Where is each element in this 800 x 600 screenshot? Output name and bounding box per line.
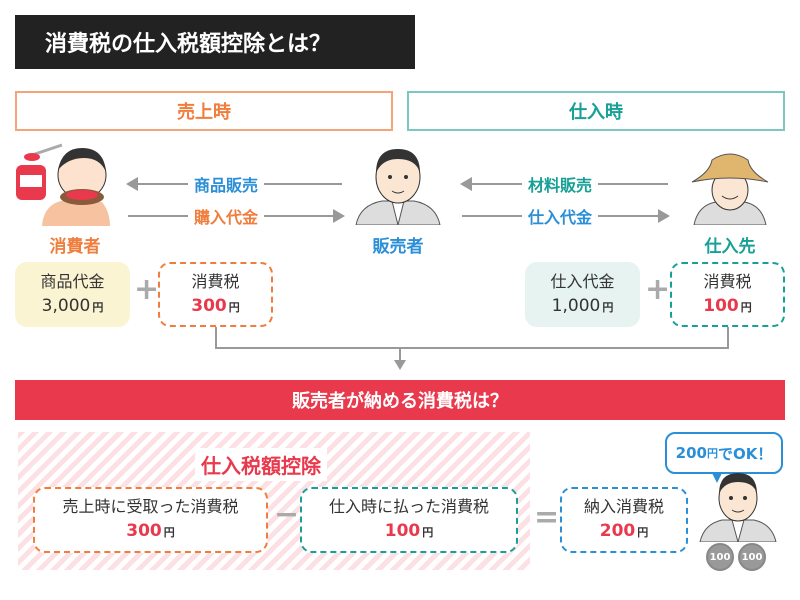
flow-purchase-payment: 購入代金 xyxy=(188,204,265,228)
yen-unit: 円 xyxy=(740,300,752,314)
plus-sign: + xyxy=(134,272,160,307)
flow-material-sale: 材料販売 xyxy=(522,172,599,196)
connector-line xyxy=(215,327,217,349)
yen-unit: 円 xyxy=(163,526,175,540)
purchase-price-label: 仕入代金 xyxy=(550,271,615,291)
yen-unit: 円 xyxy=(92,300,104,314)
coin-icon: 100 xyxy=(706,543,734,571)
speech-amount: 200 xyxy=(675,444,707,462)
purchase-tax-value: 100 xyxy=(703,295,739,316)
coin-icon: 100 xyxy=(738,543,766,571)
paid-tax-label: 仕入時に払った消費税 xyxy=(328,497,489,517)
arrow-right-icon xyxy=(658,209,670,223)
party-consumer: 消費者 xyxy=(49,237,101,257)
seller-illustration xyxy=(699,473,777,542)
question-banner: 販売者が納める消費税は？ xyxy=(15,380,785,420)
payable-tax-value: 200 xyxy=(599,521,636,542)
consumer-illustration xyxy=(16,143,110,226)
sales-tax-value: 300 xyxy=(191,295,227,316)
sales-tax-label: 消費税 xyxy=(191,271,240,291)
yen-unit: 円 xyxy=(228,300,240,314)
minus-sign: − xyxy=(274,497,300,532)
party-supplier: 仕入先 xyxy=(704,237,756,257)
supplier-illustration xyxy=(691,153,769,225)
yen-unit: 円 xyxy=(637,526,649,540)
page-title: 消費税の仕入税額控除とは？ xyxy=(15,15,415,69)
yen-unit: 円 xyxy=(602,300,614,314)
seller-illustration xyxy=(355,149,441,225)
plus-sign: + xyxy=(645,272,671,307)
connector-line xyxy=(215,347,729,349)
party-seller: 販売者 xyxy=(372,237,424,257)
sales-price-label: 商品代金 xyxy=(40,271,105,291)
payable-tax-label: 納入消費税 xyxy=(583,497,664,517)
phase-purchase: 仕入時 xyxy=(407,91,785,131)
arrow-right-icon xyxy=(333,209,345,223)
yen-unit: 円 xyxy=(706,447,718,460)
flow-product-sale: 商品販売 xyxy=(188,172,265,196)
equals-sign: = xyxy=(534,500,560,535)
connector-line xyxy=(727,327,729,349)
deduction-heading: 仕入税額控除 xyxy=(195,448,327,481)
yen-unit: 円 xyxy=(422,526,434,540)
connector-line xyxy=(399,347,401,361)
phase-sales: 売上時 xyxy=(15,91,393,131)
received-tax-label: 売上時に受取った消費税 xyxy=(62,497,239,517)
arrow-left-icon xyxy=(460,177,472,191)
paid-tax-value: 100 xyxy=(384,521,421,542)
flow-supply-payment: 仕入代金 xyxy=(522,204,599,228)
purchase-tax-label: 消費税 xyxy=(703,271,752,291)
arrow-down-icon xyxy=(394,360,406,370)
arrow-left-icon xyxy=(126,177,138,191)
speech-text: でOK！ xyxy=(717,444,773,463)
received-tax-value: 300 xyxy=(126,521,162,542)
purchase-price-value: 1,000 xyxy=(551,295,601,316)
sales-price-value: 3,000 xyxy=(41,295,91,316)
speech-tail xyxy=(712,473,722,483)
